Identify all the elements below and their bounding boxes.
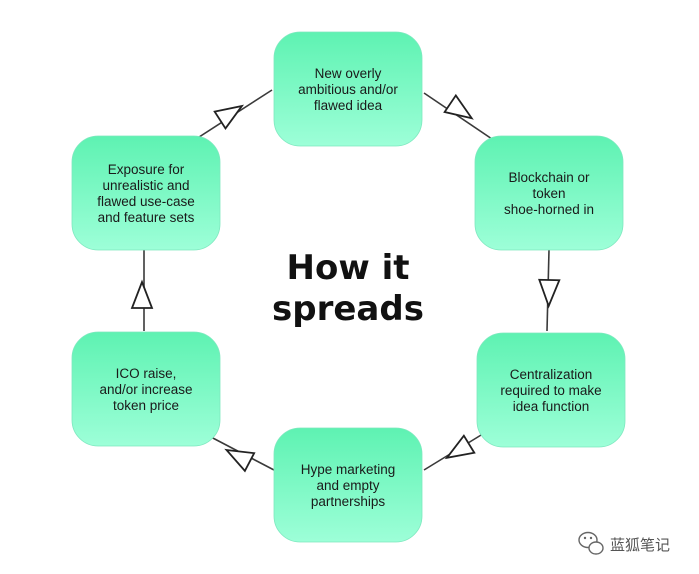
wechat-icon [578,531,604,555]
node-box [71,331,221,447]
node-label-line: shoe-horned in [504,202,594,217]
title-line-2: spreads [272,289,424,329]
node-label-line: Blockchain or [508,170,590,185]
node-box [476,332,626,448]
diagram-title: How it spreads [272,248,424,329]
arrowhead-icon [538,278,561,309]
node-label-line: Centralization [510,367,593,382]
arrowhead-icon [443,93,474,120]
watermark-text: 蓝狐笔记 [610,536,670,554]
node-box [474,135,624,251]
edge-hype-to-ico [208,435,275,473]
node-label-line: and empty [316,478,379,493]
title-line-1: How it [287,248,410,288]
node-label-line: New overly [315,66,382,81]
node-label-line: idea function [513,399,590,414]
node-label-line: Hype marketing [301,462,396,477]
node-label-line: partnerships [311,494,386,509]
node-label-line: token [532,186,565,201]
node-label-line: flawed use-case [97,194,195,209]
node-label-line: token price [113,398,179,413]
node-box [71,135,221,251]
arrowhead-icon [213,104,245,131]
edges-layer [130,89,561,473]
node-box [273,31,423,147]
edge-ico-to-exposure [130,250,154,331]
node-box [273,427,423,543]
node-label-line: ambitious and/or [298,82,398,97]
edge-blockchain-to-centralization [538,249,561,332]
node-label-line: and feature sets [98,210,195,225]
node-label-line: flawed idea [314,98,383,113]
node-label-line: unrealistic and [102,178,189,193]
node-label-line: Exposure for [108,162,185,177]
arrowhead-icon [224,448,256,473]
edge-centralization-to-hype [423,431,487,471]
node-label-line: required to make [500,383,601,398]
edge-exposure-to-idea [195,89,273,140]
arrowhead-icon [444,434,476,460]
edge-idea-to-blockchain [423,92,493,140]
node-label-line: and/or increase [99,382,192,397]
node-label-line: ICO raise, [116,366,177,381]
arrowhead-icon [130,279,154,309]
watermark: 蓝狐笔记 [578,531,670,555]
